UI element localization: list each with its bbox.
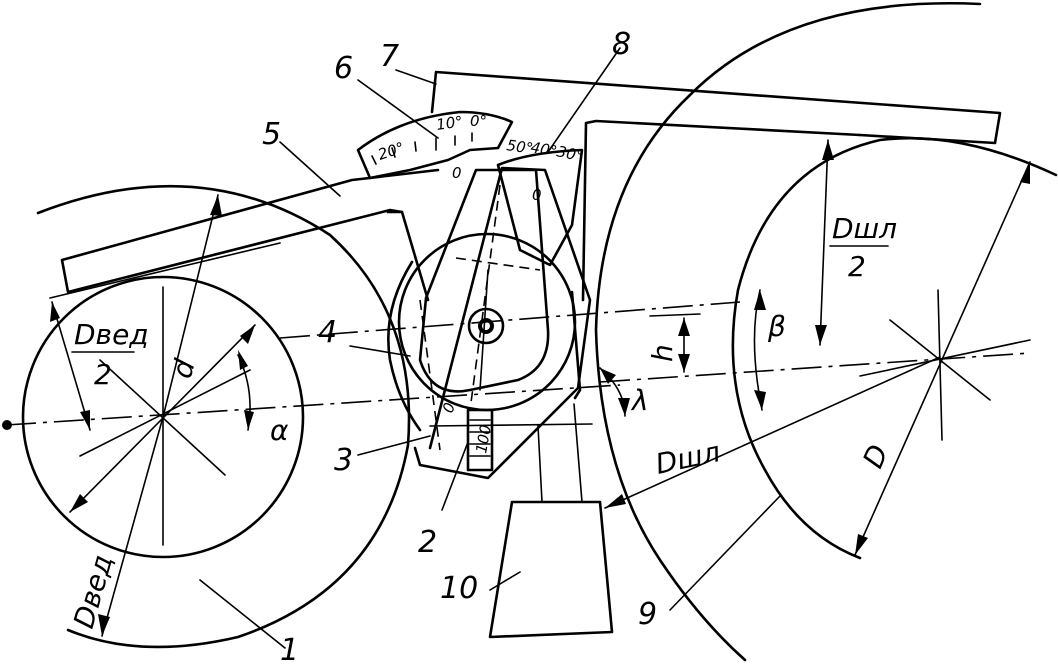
axis-line-upper — [279, 301, 741, 339]
dim-D-shl — [604, 356, 941, 509]
grinding-wheel-center-marks — [859, 289, 1031, 441]
mechanism-left-arc — [387, 260, 422, 432]
axis-endpoint — [2, 420, 12, 430]
arrow-D-shl-half-b — [815, 325, 827, 345]
label-part-5: 5 — [262, 117, 281, 152]
dim-D-ved-half — [51, 301, 91, 431]
arrow-radius-inner-b — [240, 325, 255, 344]
axis-line-feed — [5, 384, 621, 426]
arrow-D-shl — [605, 494, 626, 508]
arrow-h-b — [678, 354, 690, 372]
label-part-1: 1 — [280, 633, 299, 664]
label-part-6: 6 — [334, 51, 353, 86]
arrow-d — [210, 195, 222, 216]
mechanism-dashed-left — [419, 299, 441, 451]
rest-post-left — [537, 425, 543, 503]
symbol-beta: β — [767, 310, 786, 343]
arrow-D-ved — [98, 614, 110, 636]
arrow-D-ved-half-a — [50, 302, 60, 322]
label-part-3: 3 — [334, 443, 353, 478]
arrow-D-a — [1020, 162, 1030, 184]
symbol-D-shl: Dшл — [653, 435, 724, 481]
dim-radius-inner — [69, 324, 256, 513]
dim-D — [854, 161, 1031, 556]
feed-wheel — [21, 184, 411, 649]
label-part-2: 2 — [418, 525, 437, 560]
grinding-wheel-inner-arc — [731, 136, 1058, 560]
reference-line-left — [49, 242, 281, 299]
scale-right-tick-2: 40° — [529, 138, 558, 160]
symbol-D-vedush: Dвед — [67, 551, 119, 632]
label-part-9: 9 — [638, 597, 657, 632]
symbol-d: d — [165, 356, 202, 382]
arrow-lambda-b — [618, 398, 630, 416]
mechanism-right-edge — [570, 290, 582, 400]
arrow-lambda-a — [600, 368, 616, 384]
fraction-D-shl-den: 2 — [848, 250, 866, 283]
h-ext-top — [649, 313, 701, 317]
frame-7 — [430, 70, 1002, 145]
rest-post-right — [573, 403, 583, 503]
rest-top-line — [429, 423, 593, 427]
scale-window — [466, 408, 494, 472]
right-bracket — [581, 119, 862, 302]
arrow-beta-a — [754, 290, 766, 310]
feed-wheel-outer-arc — [36, 184, 411, 649]
arrow-beta-b — [754, 390, 766, 410]
dim-D-shl-half — [819, 139, 829, 346]
mechanism-dashed-top — [455, 257, 541, 271]
fraction-D-shl-num: Dшл — [832, 212, 897, 245]
symbol-h: h — [646, 344, 679, 362]
work-rest-10 — [488, 500, 614, 639]
axis-line-lower — [599, 352, 1031, 383]
bar-5 — [60, 168, 440, 294]
scale-right-tick-1: 50° — [505, 136, 534, 158]
label-part-7: 7 — [380, 39, 399, 74]
arrow-radius-inner-a — [70, 494, 88, 512]
mechanism-dashed-center — [469, 184, 501, 411]
scale-left-tick-3: 0° — [470, 112, 487, 130]
device-scale-value: 100 — [472, 423, 495, 454]
label-part-4: 4 — [318, 315, 337, 350]
leader-lines — [199, 47, 781, 649]
scale-left-tick-1: 20° — [376, 138, 407, 163]
arrow-alpha-a — [238, 350, 248, 370]
grinding-wheel-outer-arc — [594, 2, 982, 662]
tilting-mechanism — [386, 166, 592, 480]
fraction-D-ved-num: Dвед — [74, 318, 149, 351]
support-left — [386, 210, 430, 302]
feed-wheel-inner-circle — [21, 275, 305, 559]
right-scale-plate — [496, 148, 584, 267]
fraction-D-ved-half: Dвед 2 — [71, 318, 149, 391]
fraction-D-shl-half: Dшл 2 — [829, 212, 897, 283]
dim-D-ved — [101, 416, 164, 637]
left-scale-plate — [356, 110, 514, 180]
grinding-wheel — [594, 2, 1058, 662]
label-part-10: 10 — [440, 571, 478, 606]
dim-d — [162, 194, 219, 418]
scale-left-zero: 0 — [452, 164, 462, 182]
scale-left-tick-2: 10° — [435, 112, 464, 134]
scale-right-tick-3: 30° — [555, 142, 585, 165]
symbol-lambda: λ — [630, 384, 649, 417]
rotating-body — [413, 166, 592, 480]
arrow-h-a — [678, 318, 690, 336]
swing-arm — [418, 168, 550, 393]
fraction-D-ved-den: 2 — [94, 358, 112, 391]
label-part-8: 8 — [612, 27, 631, 62]
pivot-vertical — [479, 269, 489, 391]
arrow-D-shl-half-a — [822, 140, 834, 160]
scale-right-zero: 0 — [532, 186, 542, 204]
symbol-alpha: α — [270, 414, 289, 447]
pivot-ring-hole — [482, 322, 490, 330]
symbol-D: D — [856, 440, 895, 473]
arrow-D-b — [855, 534, 868, 555]
arrow-D-ved-half-b — [80, 410, 90, 430]
arrow-alpha-b — [244, 410, 254, 430]
